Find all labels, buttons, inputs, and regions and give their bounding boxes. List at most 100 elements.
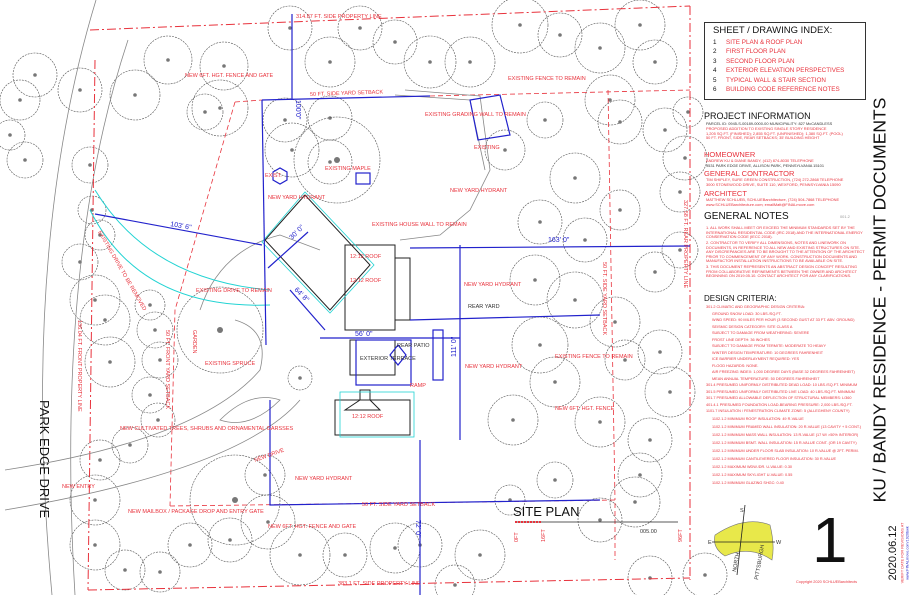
dim-middle: 56' 0" [355,331,373,338]
tree-trunk [503,148,507,152]
criteria-line: 1102.1.2 MAXIMUM SKYLIGHT U-VALUE: 0.55 [712,473,793,477]
criteria-line: FROST LINE DEPTH: 36 INCHES [712,337,770,342]
tree-canopy [79,439,121,481]
tree-canopy [614,0,666,51]
tree-canopy [143,35,193,85]
garden-label: GARDEN [191,330,197,354]
tree-trunk [573,176,577,180]
tree-canopy [71,146,109,184]
homeowner-line: ANDREW KU & DIANE BANDY, (412) 874-8030 … [706,158,814,163]
tree-trunk [334,157,340,163]
tree-trunk [658,350,662,354]
tree-trunk [93,498,97,502]
project-info-block: PARCEL ID: 0945-S-00189-0000-00 MUNICIPA… [706,121,866,141]
tree-canopy [487,394,539,446]
tree-trunk [618,120,622,124]
revision-text: VERIFY DATE FOR REVISIONS AT [900,522,905,584]
criteria-line: 1102.1.2 MINIMUM ROOF INSULATION: 49 R-V… [712,417,804,421]
dimension-lines [94,14,691,595]
tree-canopy [191,79,249,137]
dim-bottom: 72' 0" [414,520,421,538]
tree-canopy [6,141,44,179]
tree-trunk [598,46,602,50]
tree-trunk [553,478,557,482]
top-setback-label: 50 FT. SIDE YARD SETBACK [310,89,384,98]
sheet-index-number: 5 [713,76,717,84]
criteria-line: ICE BARRIER UNDERLAYMENT REQUIRED: YES [712,357,800,361]
scale-value: 005.00 [640,529,657,535]
revision-url[interactable]: www.FINALmove.com/1920bwk [905,526,909,580]
tree-canopy [634,251,676,293]
tree-canopy [264,122,320,178]
sheet-index-item[interactable]: 1 SITE PLAN & ROOF PLAN [713,39,865,46]
tree-trunk [686,110,690,114]
tree-canopy [537,12,583,58]
tree-trunk [583,238,587,242]
tree-canopy [293,116,381,204]
dim-top: 100'0" [294,100,301,120]
sheet-index-number: 1 [713,39,717,46]
sheet-index-number: 3 [713,57,717,65]
exterior-terrace-label: EXTERIOR TERRACE [360,356,416,362]
tree-trunk [158,570,162,574]
tree-trunk [328,116,332,120]
tree-trunk [653,270,657,274]
design-criteria-heading: DESIGN CRITERIA: [704,294,777,303]
project-line: 1,205 SQ.FT. (FINISHED); 2,855 SQ.FT. (U… [706,130,843,136]
new-fence-right-label: NEW 6FT. HGT. FENCE [555,406,615,412]
architect-block: MATTHEW SCHLUEB, SCHLUEBarchitecture, (7… [706,197,866,208]
sheet-index-number: 2 [713,48,717,56]
tree-trunk [653,60,657,64]
tree-trunk [358,26,362,30]
criteria-line: 1102.1.2 MINIMUM BSMT. WALL INSULATION: … [712,441,857,445]
existing-drive-label: EXISTING DRIVE TO REMAIN [196,288,272,294]
tree-trunk [78,88,82,92]
sheet-index-heading: SHEET / DRAWING INDEX: [713,25,833,36]
fence-gate-top-label: NEW 6FT. HGT. FENCE AND GATE [185,73,274,79]
tree-canopy [549,152,601,204]
sheet-index-label: SITE PLAN & ROOF PLAN [726,39,803,46]
tree-trunk [158,358,162,362]
tree-canopy [61,243,99,281]
tree-trunk [98,233,102,237]
sheet-index-item[interactable]: 5 TYPICAL WALL & STAIR SECTION [713,77,865,84]
tree-trunk [393,546,397,550]
tree-trunk [543,118,547,122]
criteria-line: 1102.1.2 MINIMUM CANTILEVERED FLOOR INSU… [712,457,837,461]
tree-canopy [186,93,224,131]
homeowner-line: 9531 PARK EDGE DRIVE, ALLISON PARK, PENN… [706,162,824,168]
tree-canopy [139,551,181,593]
compass-w: W [776,540,782,546]
tree-canopy [526,101,564,139]
tree-canopy [599,189,641,231]
scale-mid: 16FT [541,529,547,542]
tree-trunk [678,248,682,252]
tree-canopy [661,231,699,269]
tree-trunk [123,568,127,572]
tree-canopy [140,402,176,438]
tree-canopy [189,454,281,546]
property-lines [87,5,691,591]
architect-heading: ARCHITECT [704,189,747,198]
tree-trunk [478,553,482,557]
tree-canopy [322,532,368,578]
tree-canopy [562,217,608,263]
bottom-setback-label: 50 FT. SIDE YARD SETBACK [362,502,435,508]
contractor-heading: GENERAL CONTRACTOR [704,169,795,178]
tree-trunk [128,443,132,447]
tree-canopy [84,219,116,251]
tree-canopy [642,107,688,153]
tree-trunk [573,298,577,302]
sheet-index-label: TYPICAL WALL & STAIR SECTION [726,76,826,84]
tree-trunk [703,573,707,577]
tree-trunk [290,148,294,152]
new-entry-label: NEW ENTRY [62,484,95,490]
tree-canopy [597,99,643,145]
sheet-index-label: BUILDING CODE REFERENCE NOTES [726,85,840,93]
tree-trunk [608,98,612,102]
general-notes-list: 1. ALL WORK SHALL MEET OR EXCEED THE MIN… [706,225,866,279]
